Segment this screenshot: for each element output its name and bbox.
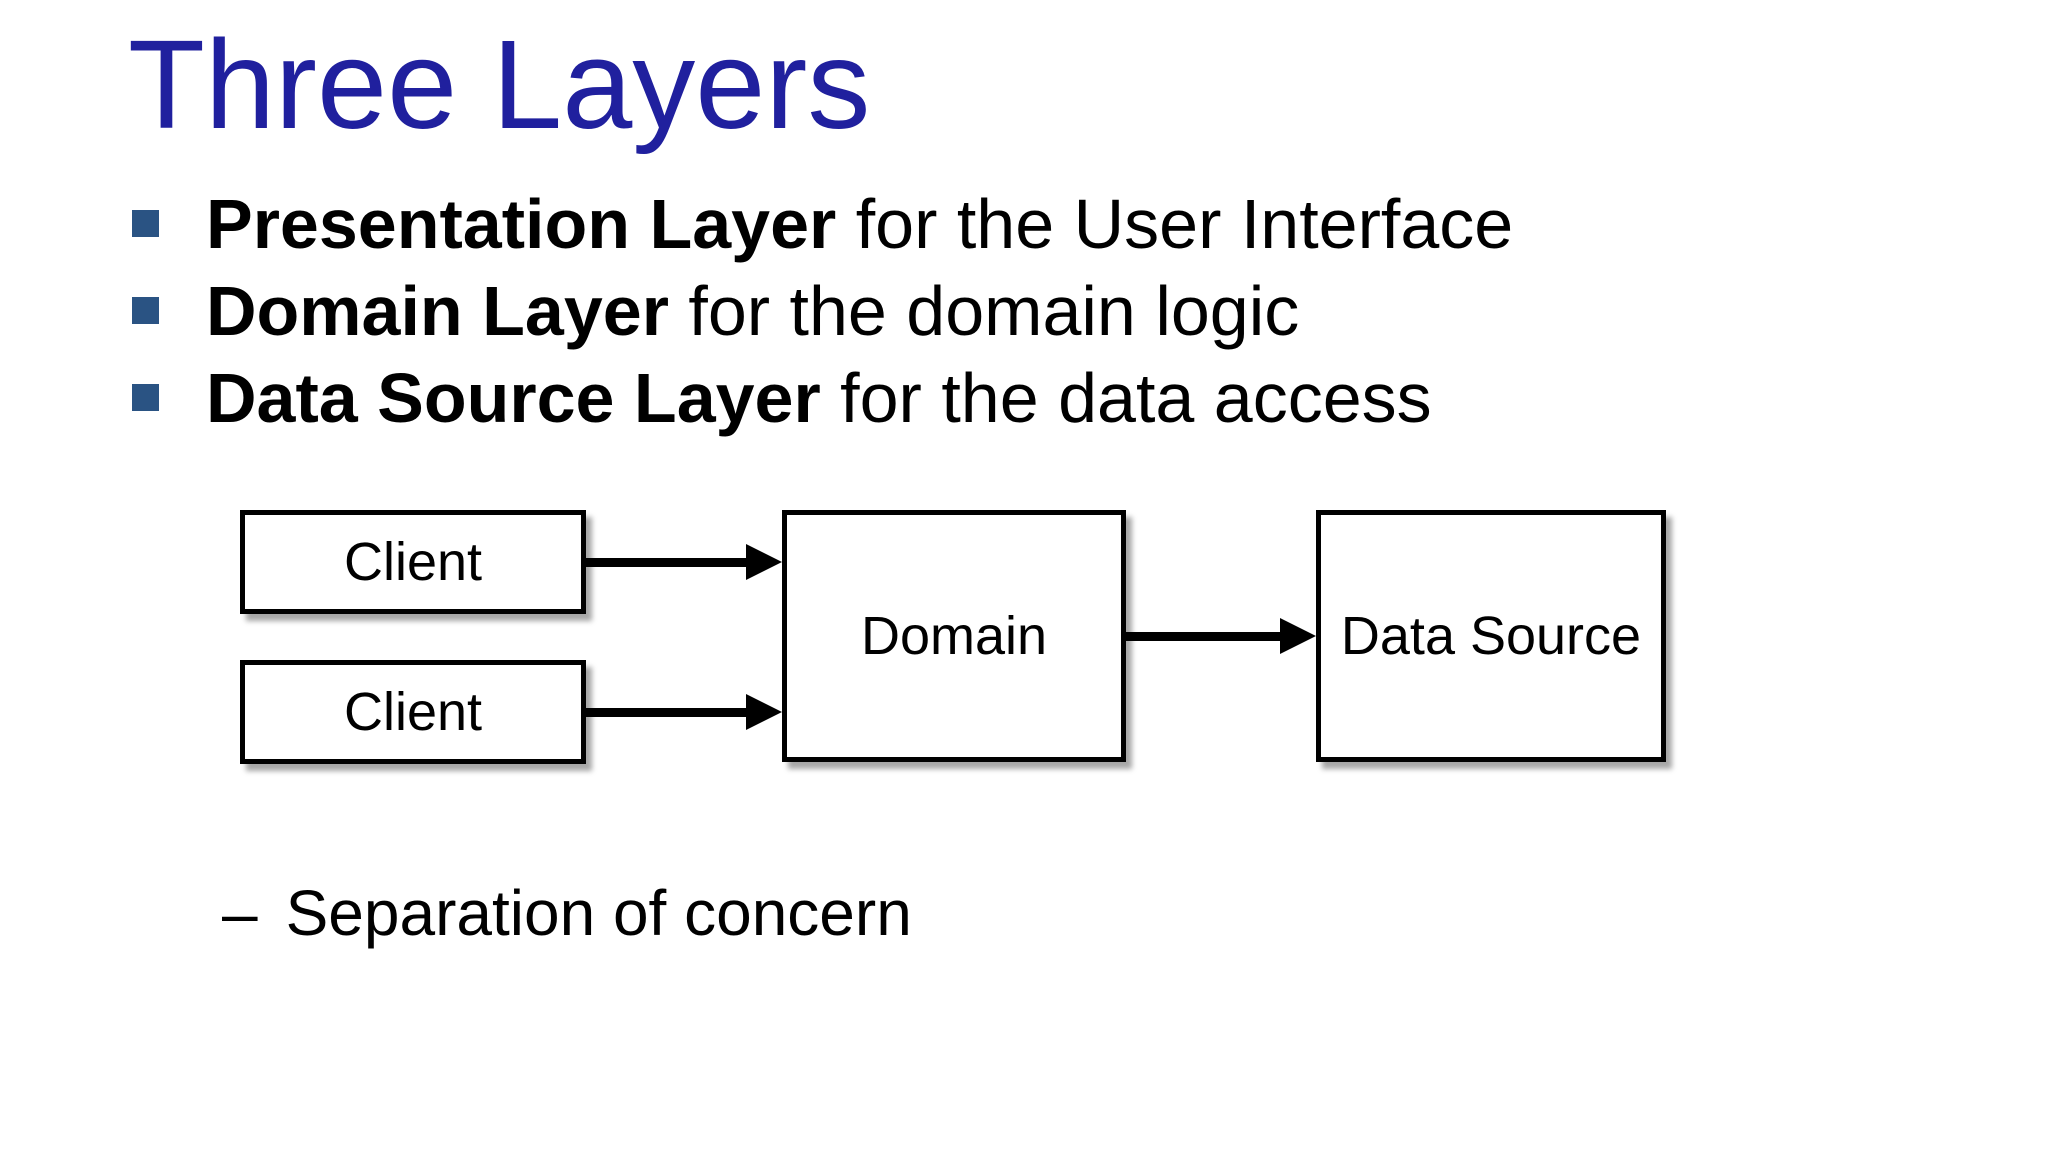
arrow-client2-to-domain-icon — [586, 694, 782, 730]
arrow-domain-to-datasource-icon — [1126, 618, 1316, 654]
bullet-rest-text: for the User Interface — [836, 184, 1514, 263]
bullet-bold-text: Domain Layer — [206, 271, 669, 350]
sub-bullet-text: Separation of concern — [285, 877, 912, 949]
bullet-bold-text: Presentation Layer — [206, 184, 837, 263]
slide-title: Three Layers — [128, 14, 871, 155]
bullet-text: Data Source Layer for the data access — [206, 358, 1432, 438]
bullet-square-icon — [132, 297, 159, 324]
diagram-node-data-source: Data Source — [1316, 510, 1666, 762]
node-label: Data Source — [1340, 606, 1642, 666]
arrow-shaft — [1126, 631, 1288, 641]
diagram-node-domain: Domain — [782, 510, 1126, 762]
arrow-head-icon — [1280, 618, 1316, 654]
diagram-node-client-2: Client — [240, 660, 586, 764]
node-label: Client — [343, 532, 483, 592]
bullet-rest-text: for the domain logic — [668, 271, 1300, 350]
bullet-list: Presentation Layer for the User Interfac… — [130, 180, 1513, 441]
bullet-square-icon — [132, 384, 159, 411]
arrow-client1-to-domain-icon — [586, 544, 782, 580]
arrow-shaft — [586, 707, 754, 717]
sub-bullet-dash: – — [222, 877, 258, 949]
bullet-text: Domain Layer for the domain logic — [206, 271, 1299, 351]
node-label: Domain — [860, 606, 1048, 666]
sub-bullet: – Separation of concern — [222, 876, 912, 950]
arrow-head-icon — [746, 544, 782, 580]
arrow-shaft — [586, 557, 754, 567]
bullet-item-data-source-layer: Data Source Layer for the data access — [130, 354, 1513, 441]
bullet-square-icon — [132, 210, 159, 237]
bullet-item-domain-layer: Domain Layer for the domain logic — [130, 267, 1513, 354]
arrow-head-icon — [746, 694, 782, 730]
bullet-rest-text: for the data access — [820, 358, 1432, 437]
diagram-node-client-1: Client — [240, 510, 586, 614]
bullet-item-presentation-layer: Presentation Layer for the User Interfac… — [130, 180, 1513, 267]
bullet-text: Presentation Layer for the User Interfac… — [206, 184, 1513, 264]
node-label: Client — [343, 682, 483, 742]
bullet-bold-text: Data Source Layer — [206, 358, 821, 437]
